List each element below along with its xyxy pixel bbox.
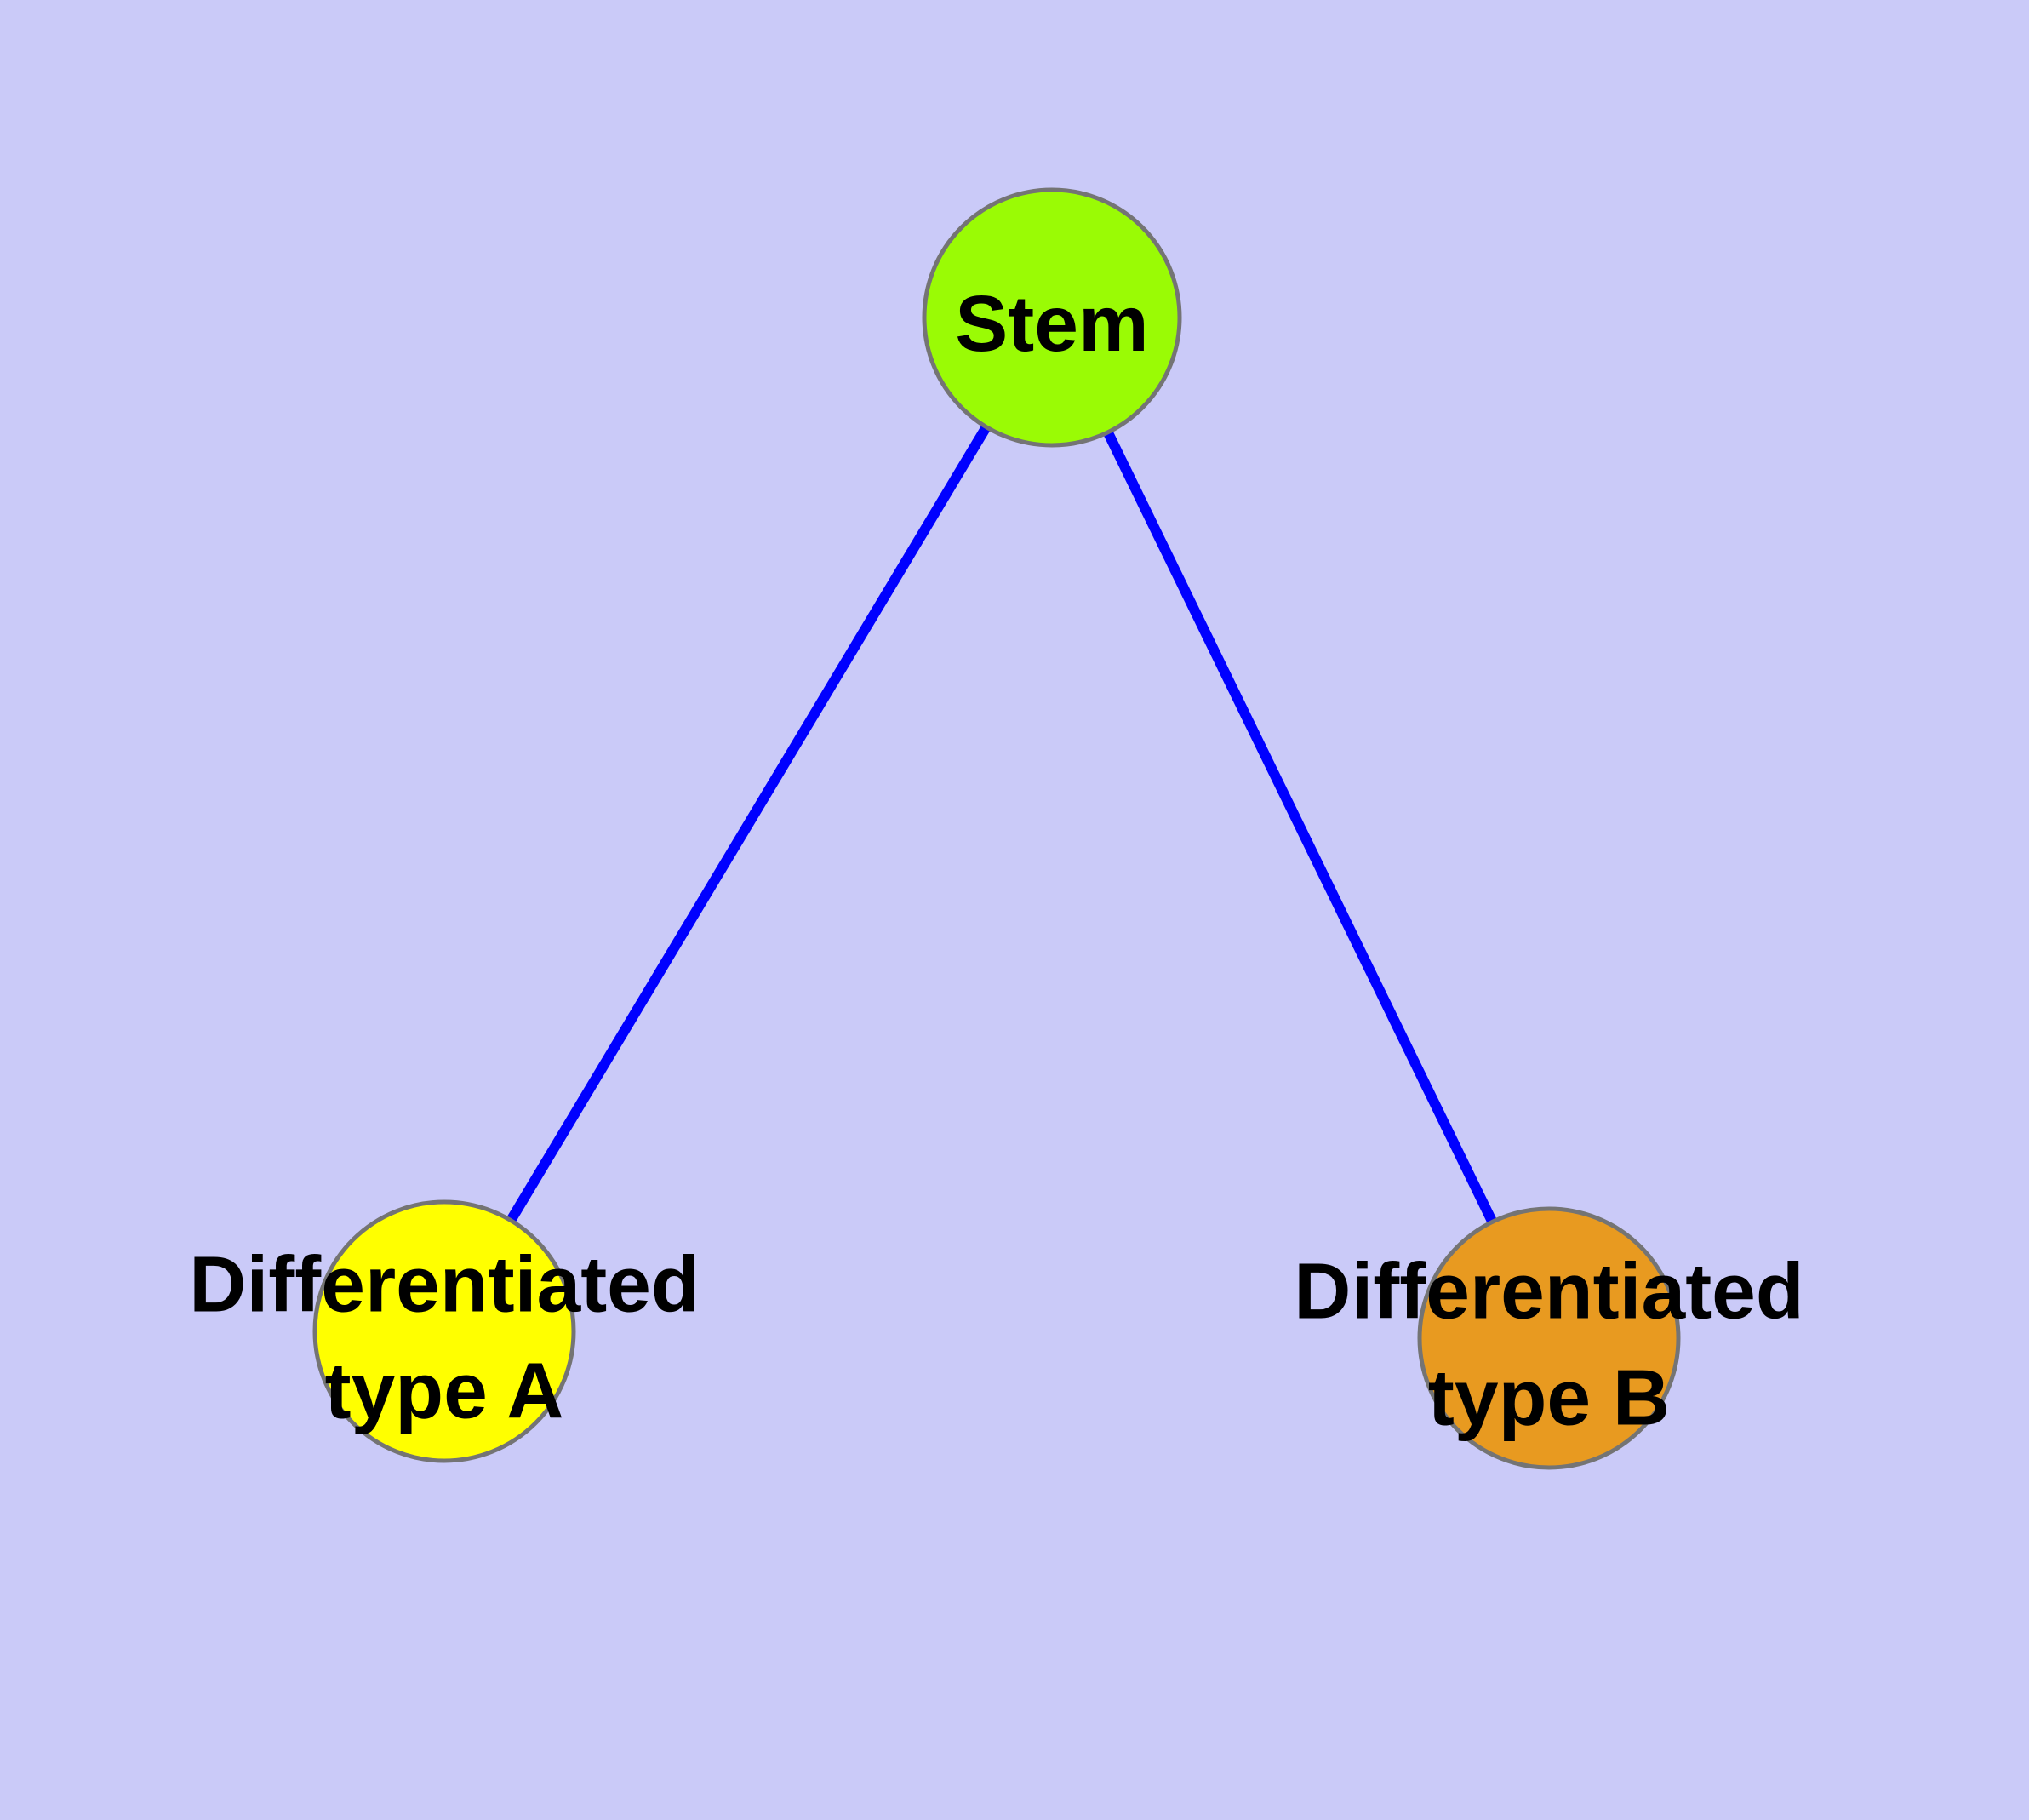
node-label-line: Differentiated <box>189 1240 699 1329</box>
node-label-line: Differentiated <box>1294 1247 1803 1336</box>
node-label-stem: Stem <box>955 279 1148 368</box>
node-stem <box>922 187 1182 448</box>
node-label-differentiated-type-b: Differentiated type B <box>1294 1247 1803 1442</box>
node-differentiated-type-a <box>312 1199 576 1463</box>
node-label-differentiated-type-a: Differentiated type A <box>189 1240 699 1435</box>
node-label-line: Stem <box>955 279 1148 368</box>
edge-stem-to-differentiated-type-a <box>439 314 1057 1335</box>
nodes-layer <box>312 187 1681 1470</box>
node-differentiated-type-b <box>1417 1206 1681 1470</box>
node-label-line: type B <box>1428 1354 1670 1442</box>
node-label-line: type A <box>325 1347 564 1435</box>
edges-layer <box>439 314 1554 1341</box>
edge-stem-to-differentiated-type-b <box>1047 315 1554 1341</box>
